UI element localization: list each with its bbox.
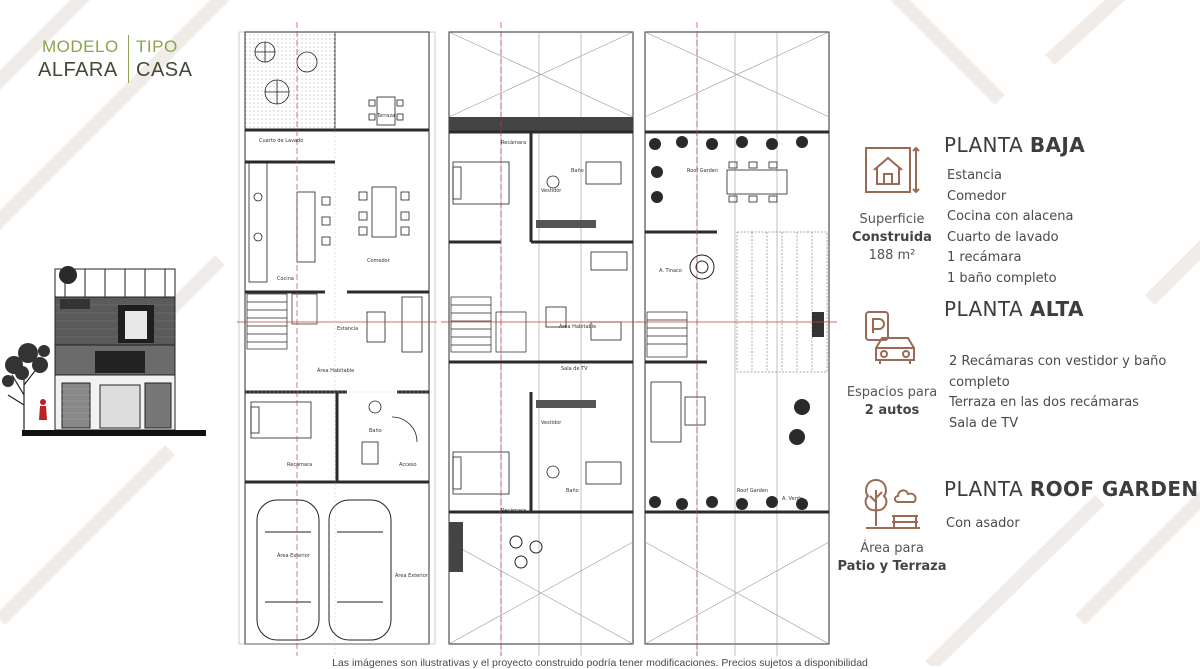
brand-divider (128, 35, 129, 83)
house-area-icon (865, 146, 920, 194)
brand-type-name: CASA (136, 59, 193, 81)
section-title-planta-baja: PLANTA BAJA (944, 133, 1085, 157)
facade-illustration (2, 266, 206, 436)
brand-model-label: MODELO (42, 37, 119, 56)
list-item: completo (949, 374, 1010, 390)
title-bold: ALTA (1029, 297, 1084, 321)
title-light: PLANTA (944, 477, 1024, 501)
list-item: Terraza en las dos recámaras (949, 395, 1139, 410)
caption-autos: 2 autos (864, 403, 920, 418)
list-item: Sala de TV (949, 415, 1019, 431)
list-item: Con asador (946, 516, 1020, 531)
list-item: 1 recámara (947, 250, 1022, 265)
label-comedor: Comedor (367, 258, 391, 264)
label-roof-garden-1: Roof Garden (687, 168, 718, 174)
caption-patio-terraza: Patio y Terraza (837, 559, 947, 574)
label-tinaco: A. Tinaco (659, 268, 682, 274)
label-cocina: Cocina (277, 276, 294, 282)
list-item: Estancia (947, 168, 1003, 183)
label-lavado: Cuarto de Lavado (259, 138, 303, 144)
label-sala-tv: Sala de TV (561, 366, 588, 372)
parking-car-icon (865, 311, 915, 364)
brand-logo: MODELO TIPO ALFARA CASA (38, 33, 198, 85)
parking-caption: Espacios para 2 autos (837, 384, 947, 420)
label-recamara-2: Recámara (501, 507, 526, 514)
label-area-habitable-upper: Área Habitable (559, 323, 596, 330)
label-roof-garden-2: Roof Garden (737, 488, 768, 494)
section-title-planta-alta: PLANTA ALTA (944, 297, 1084, 321)
surface-caption: Superficie Construida 188 m² (837, 211, 947, 265)
brand-model-name: ALFARA (38, 59, 118, 81)
list-planta-baja: Estancia Comedor Cocina con alacena Cuar… (947, 166, 1074, 289)
label-vestidor-2: Vestidor (541, 420, 562, 426)
floor-plan-roof: Roof Garden A. Tinaco Roof Garden A. Ver… (637, 22, 837, 656)
title-light: PLANTA (944, 133, 1024, 157)
label-bano-1: Baño (571, 168, 584, 174)
brand-type-label: TIPO (136, 37, 178, 56)
label-recamara: Recámara (287, 461, 312, 468)
list-item: 1 baño completo (947, 270, 1057, 286)
label-estancia: Estancia (337, 326, 358, 332)
title-light: PLANTA (944, 297, 1024, 321)
floor-plan-upper: Recámara Vestidor Baño Área Habitable Sa… (441, 22, 641, 656)
title-bold: BAJA (1029, 133, 1086, 157)
list-planta-alta: 2 Recámaras con vestidor y baño completo… (949, 352, 1166, 434)
caption-area-para: Área para (860, 541, 924, 556)
label-recamara-1: Recámara (501, 139, 526, 146)
footer-disclaimer: Las imágenes son ilustrativas y el proye… (332, 657, 868, 669)
list-item: Cocina con alacena (947, 209, 1074, 224)
label-terraza: Terraza (376, 113, 395, 119)
label-area-habitable: Área Habitable (317, 367, 354, 374)
list-item: Cuarto de lavado (947, 229, 1059, 245)
list-item: Comedor (947, 188, 1007, 204)
tree-bench-icon (864, 478, 920, 529)
patio-caption: Área para Patio y Terraza (837, 540, 947, 576)
list-roof-garden: Con asador (946, 514, 1020, 535)
label-area-verde: A. Verde (782, 496, 803, 502)
caption-construida: Construida (852, 230, 932, 245)
caption-superficie: Superficie (859, 212, 925, 227)
label-area-exterior-1: Área Exterior (277, 552, 311, 559)
label-bano-2: Baño (566, 488, 579, 494)
title-bold: ROOF GARDEN (1029, 477, 1199, 501)
label-area-exterior-2: Área Exterior (395, 572, 429, 579)
section-title-roof-garden: PLANTA ROOF GARDEN (944, 477, 1199, 501)
caption-espacios: Espacios para (846, 385, 938, 400)
floor-plan-ground: Terraza Cuarto de Lavado Comedor Cocina … (237, 22, 437, 656)
label-acceso: Acceso (399, 462, 417, 468)
label-bano: Baño (369, 428, 382, 434)
list-item: 2 Recámaras con vestidor y baño (949, 354, 1167, 369)
caption-area-value: 188 m² (868, 248, 916, 263)
label-vestidor-1: Vestidor (541, 188, 562, 194)
